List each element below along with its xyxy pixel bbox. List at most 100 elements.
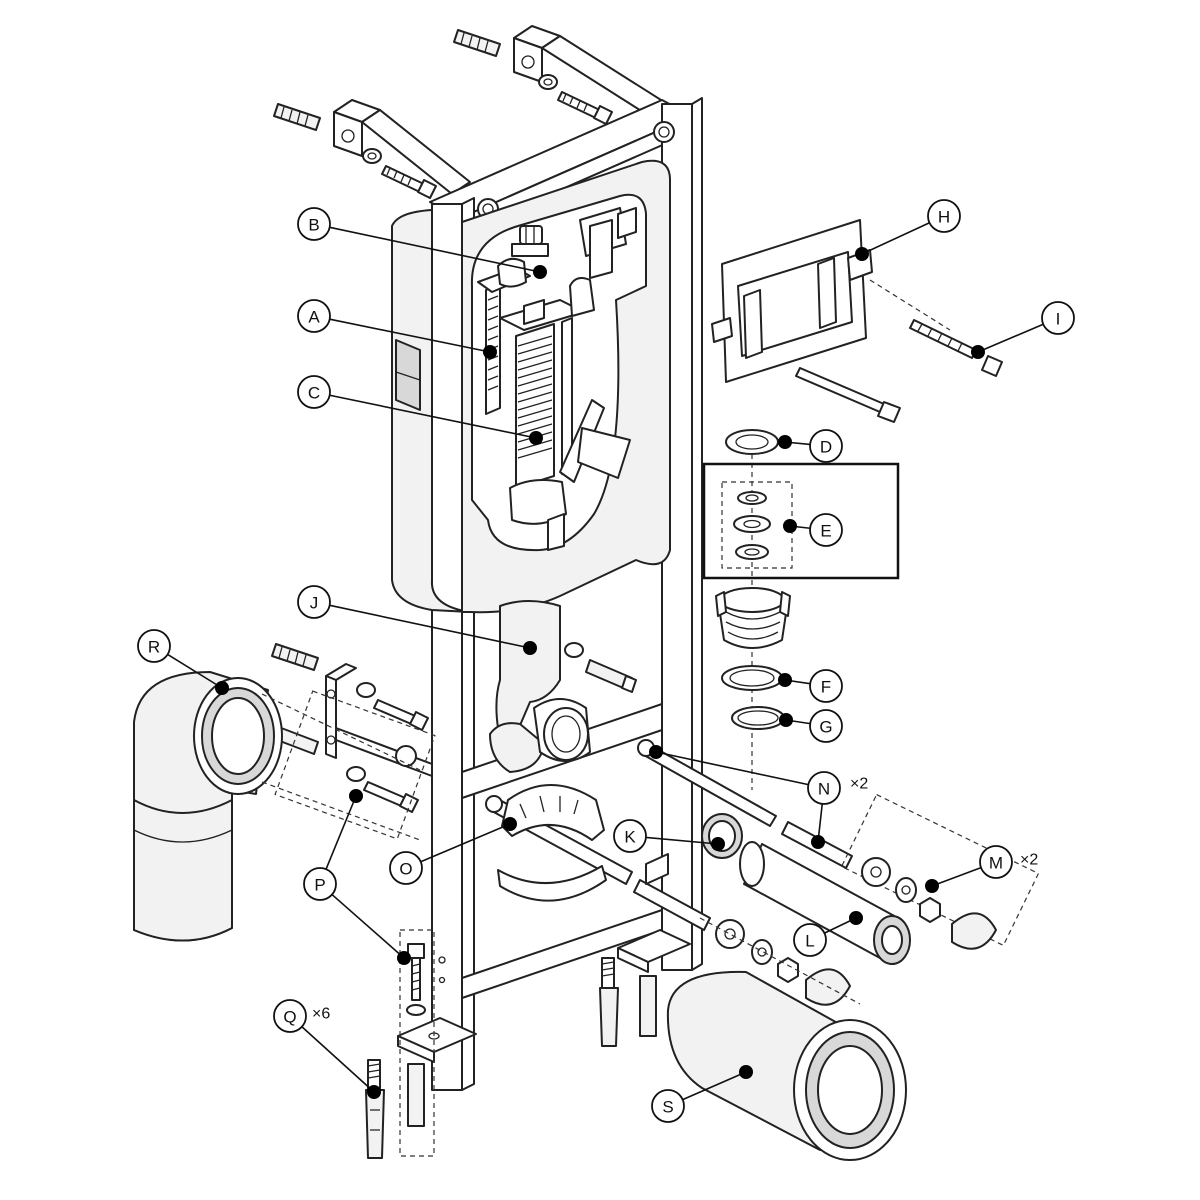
wall-plug-mid-left (271, 643, 319, 671)
fixing-rod-upper (637, 739, 853, 869)
callout-circle-r (137, 629, 171, 663)
callout-circle-g (809, 709, 843, 743)
callout-s: S (651, 1065, 753, 1123)
callout-o: O (389, 817, 517, 885)
leader-dot-j (523, 641, 537, 655)
callout-label-s: S (662, 1098, 673, 1117)
wall-bracket-top-left (273, 99, 471, 199)
callout-label-h: H (938, 208, 950, 227)
wall-plug-top-left (273, 103, 321, 131)
flush-seal-d (725, 429, 779, 455)
leader-line-b (329, 226, 541, 273)
callout-l: L (793, 911, 863, 957)
washer-stack-e (733, 491, 771, 560)
callout-h: H (855, 199, 961, 261)
callout-label-r: R (148, 638, 160, 657)
callout-m: M (925, 845, 1013, 893)
callout-label-l: L (805, 932, 814, 951)
seal-ring-f (721, 665, 783, 691)
wall-bracket-mid-left (271, 643, 433, 813)
leader-line-s (682, 1071, 747, 1101)
seal-ring-k (701, 813, 743, 859)
quantity-label-m: ×2 (1020, 852, 1038, 869)
actuator-screw-short (795, 367, 901, 423)
callout-circle-n (807, 771, 841, 805)
leader-dot-p (349, 789, 363, 803)
leader-dot-h (855, 247, 869, 261)
callout-c: C (297, 375, 543, 445)
callout-label-o: O (399, 860, 412, 879)
leader-dot-c (529, 431, 543, 445)
callout-circle-o (389, 851, 423, 885)
wall-plug-mid-right (564, 642, 637, 693)
leader-line-j (329, 604, 531, 649)
leader-line-p-2 (331, 893, 405, 959)
callout-circle-a (297, 299, 331, 333)
callout-j: J (297, 585, 537, 655)
leader-dot-k (711, 837, 725, 851)
callout-b: B (297, 207, 547, 279)
leader-line-q (301, 1026, 375, 1093)
pan-connector-bend (133, 671, 283, 942)
screw-mid-left-lower (363, 781, 419, 813)
expansion-anchor-q (365, 1059, 385, 1159)
callout-circle-k (613, 819, 647, 853)
callout-circle-e (809, 513, 843, 547)
leader-line-h (861, 222, 930, 255)
leader-line-p (325, 795, 357, 870)
callout-circle-i (1041, 301, 1075, 335)
callout-label-g: G (819, 718, 832, 737)
callout-circle-s (651, 1089, 685, 1123)
callout-circle-j (297, 585, 331, 619)
wall-plug-lower-mid (639, 975, 657, 1037)
leader-line-o (420, 823, 511, 863)
callout-q: Q (273, 999, 381, 1099)
callout-label-m: M (989, 854, 1003, 873)
leader-line-k (645, 836, 719, 845)
leader-dot-p-2 (397, 951, 411, 965)
callout-label-d: D (820, 438, 832, 457)
callout-circle-m (979, 845, 1013, 879)
washer-set-lower (715, 919, 851, 1006)
wall-plug-top-right (453, 29, 501, 57)
callout-e: E (783, 513, 843, 547)
screw-mid-left-upper (373, 699, 429, 731)
pan-connector-straight (666, 970, 907, 1161)
leader-dot-m (925, 879, 939, 893)
callout-label-p: P (314, 876, 325, 895)
callout-d: D (778, 429, 843, 463)
leader-dot-f (778, 673, 792, 687)
leader-dot-a (483, 345, 497, 359)
leader-dot-g (779, 713, 793, 727)
leader-line-n (655, 751, 809, 786)
leader-dot-l (849, 911, 863, 925)
callout-label-a: A (308, 308, 320, 327)
leader-dot-n-2 (811, 835, 825, 849)
leader-dot-i (971, 345, 985, 359)
leader-line-i (977, 323, 1044, 353)
screw-top-right (557, 91, 613, 125)
callout-label-e: E (820, 522, 831, 541)
callout-k: K (613, 819, 725, 853)
washer-set-m (861, 857, 997, 950)
callout-g: G (779, 709, 843, 743)
callout-circle-l (793, 923, 827, 957)
leader-dot-d (778, 435, 792, 449)
leader-dot-q (367, 1085, 381, 1099)
actuator-frame (711, 219, 951, 383)
quantity-label-q: ×6 (312, 1006, 330, 1023)
quantity-label-n: ×2 (850, 776, 868, 793)
callout-circle-b (297, 207, 331, 241)
pipe-clamp (497, 784, 607, 902)
callout-box-e (702, 462, 900, 580)
leader-dot-r (215, 681, 229, 695)
leader-line-a (329, 318, 491, 353)
seal-ring-g (731, 706, 785, 730)
callout-label-i: I (1056, 310, 1061, 329)
leader-line-r (167, 653, 223, 689)
leader-dot-n (649, 745, 663, 759)
callout-f: F (778, 669, 843, 703)
foot-bolt (406, 943, 426, 1127)
wall-bracket-top-right (453, 25, 681, 125)
